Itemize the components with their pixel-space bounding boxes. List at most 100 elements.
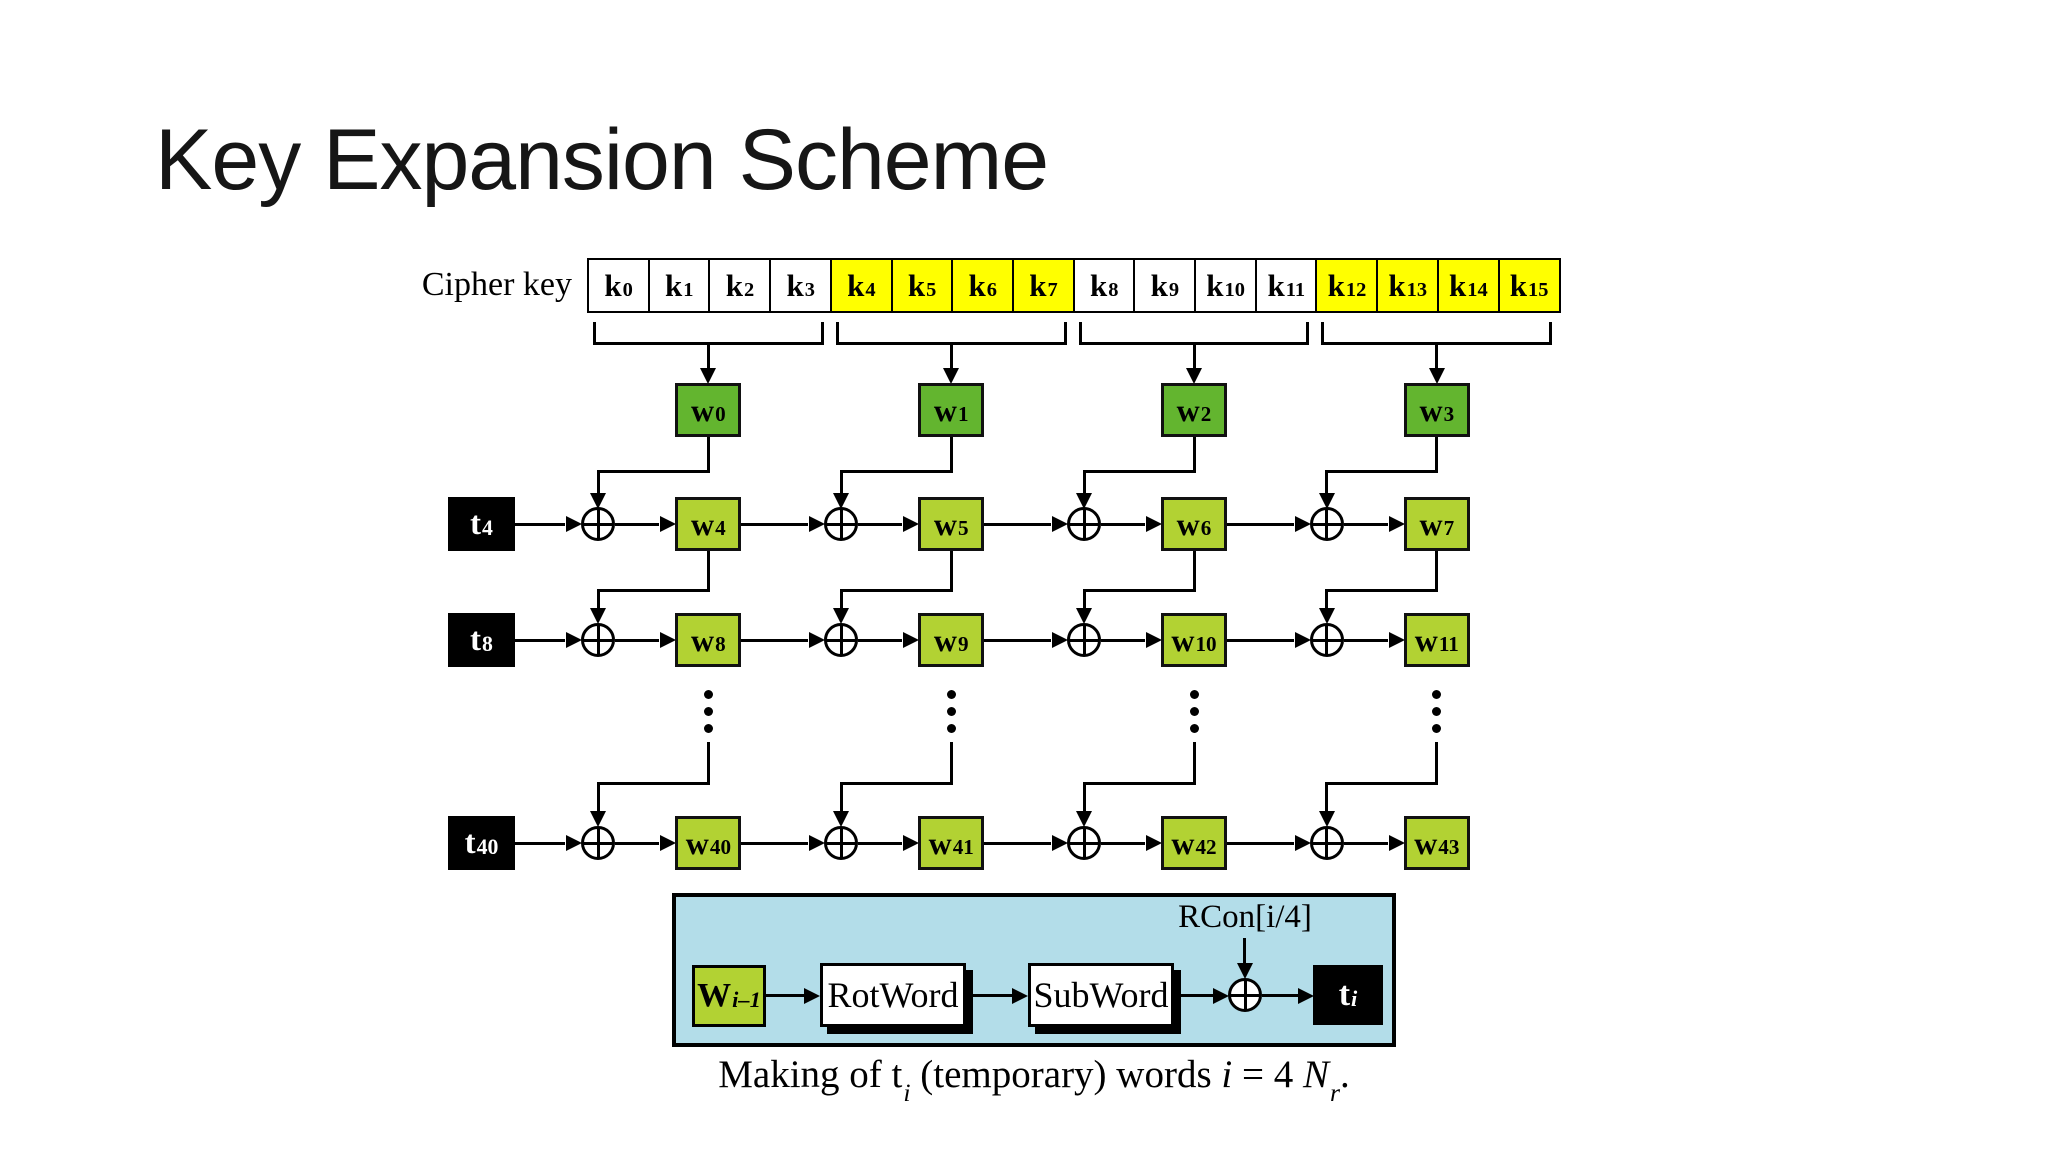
arrowhead-icon	[590, 493, 607, 509]
rotword-label: RotWord	[827, 975, 959, 1015]
connector-line	[984, 638, 1051, 642]
connector-line	[1343, 638, 1388, 642]
connector-line	[1435, 742, 1439, 785]
connector-line	[839, 588, 843, 610]
arrowhead-icon	[1318, 811, 1335, 827]
connector-line	[1063, 322, 1067, 345]
arrowhead-icon	[660, 835, 677, 851]
arrowhead-icon	[660, 632, 677, 648]
node-label: w	[1414, 824, 1438, 861]
connector-line	[596, 469, 600, 495]
xor-node	[824, 623, 859, 657]
w-input-label: W	[697, 977, 732, 1014]
node-label: w	[691, 391, 715, 428]
connector-line	[596, 588, 600, 610]
xor-node	[1067, 623, 1101, 657]
node-label: k	[1509, 267, 1527, 303]
arrowhead-icon	[590, 811, 607, 827]
arrowhead-icon	[1076, 811, 1092, 827]
ellipsis-dot	[946, 707, 956, 716]
arrowhead-icon	[1076, 493, 1092, 509]
arrowhead-icon	[1052, 632, 1068, 648]
connector-line	[598, 588, 709, 592]
ellipsis-dot	[1189, 690, 1199, 699]
connector-line	[1326, 781, 1437, 785]
node-label: k	[604, 267, 622, 303]
node-label: k	[1206, 267, 1224, 303]
node-label: k	[1388, 267, 1406, 303]
connector-line	[949, 437, 953, 473]
arrowhead-icon	[1318, 608, 1335, 624]
arrowhead-icon	[1298, 988, 1314, 1004]
connector-line	[973, 994, 1013, 997]
connector-line	[1192, 551, 1196, 592]
arrowhead-icon	[1076, 608, 1092, 624]
connector-line	[1343, 522, 1388, 526]
connector-line	[741, 638, 809, 642]
node-label: w	[691, 505, 715, 542]
connector-line	[1192, 742, 1196, 785]
xor-node	[581, 507, 616, 541]
connector-line	[1325, 469, 1329, 495]
connector-line	[1227, 638, 1294, 642]
connector-line	[706, 437, 710, 473]
xor-node	[824, 826, 859, 860]
connector-line	[1078, 322, 1082, 345]
connector-line	[596, 781, 600, 813]
node-label: w	[691, 621, 715, 658]
node-label: k	[968, 267, 986, 303]
connector-line	[1227, 522, 1294, 526]
node-label: k	[1267, 267, 1285, 303]
connector-line	[984, 841, 1051, 845]
connector-line	[949, 343, 953, 369]
xor-node	[581, 826, 616, 860]
subword-label: SubWord	[1033, 975, 1169, 1015]
connector-line	[1435, 343, 1439, 369]
connector-line	[598, 469, 709, 473]
t-output-label: t	[1338, 976, 1351, 1013]
connector-line	[1181, 994, 1215, 997]
ellipsis-dot	[1432, 707, 1442, 716]
connector-line	[706, 343, 710, 369]
node-label: k	[1150, 267, 1168, 303]
arrowhead-icon	[903, 835, 920, 851]
node-label: w	[928, 824, 952, 861]
ellipsis-dot	[1189, 707, 1199, 716]
arrowhead-icon	[1294, 835, 1311, 851]
arrowhead-icon	[1012, 988, 1028, 1004]
arrowhead-icon	[590, 608, 607, 624]
arrowhead-icon	[1052, 835, 1068, 851]
connector-line	[1101, 841, 1145, 845]
arrowhead-icon	[903, 516, 920, 532]
ellipsis-dot	[703, 707, 713, 716]
node-label: t	[464, 824, 476, 861]
connector-line	[1082, 781, 1086, 813]
xor-node	[581, 623, 616, 657]
xor-node	[1309, 507, 1344, 541]
node-label: w	[933, 505, 957, 542]
connector-line	[858, 522, 903, 526]
ellipsis-dot	[946, 724, 956, 733]
arrowhead-icon	[943, 368, 960, 384]
connector-line	[1082, 469, 1086, 495]
node-label: k	[847, 267, 865, 303]
node-label: k	[786, 267, 804, 303]
subword-box: SubWord	[1028, 963, 1174, 1027]
arrowhead-icon	[809, 835, 826, 851]
node-label: k	[1327, 267, 1345, 303]
